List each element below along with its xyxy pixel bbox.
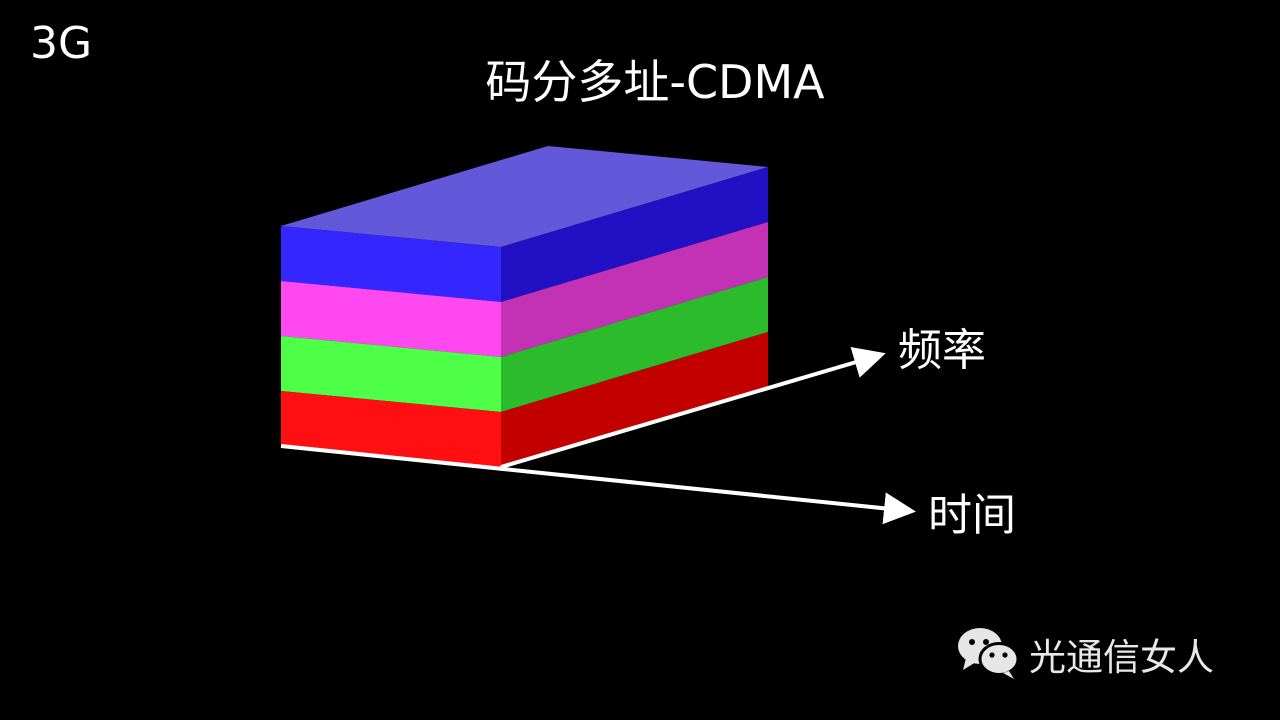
layer-blue-side (501, 167, 768, 302)
layer-red-side (501, 332, 768, 467)
layer-red (281, 332, 768, 467)
layer-blue-front (281, 226, 501, 302)
generation-label: 3G (30, 18, 93, 69)
layer-magenta (281, 222, 768, 357)
page-title: 码分多址-CDMA (485, 55, 825, 109)
layer-green-front (281, 336, 501, 412)
watermark-text: 光通信女人 (1029, 636, 1214, 679)
watermark: 光通信女人 (955, 624, 1214, 684)
layer-red-front (281, 391, 501, 467)
layer-green (281, 277, 768, 412)
frequency-axis-label: 频率 (898, 325, 986, 376)
wechat-icon (955, 624, 1021, 684)
block-top-face (281, 146, 768, 247)
time-axis-arrow (280, 444, 916, 525)
time-axis-label: 时间 (928, 490, 1016, 541)
layer-magenta-front (281, 281, 501, 357)
layer-blue (281, 167, 768, 302)
frequency-axis-arrow (500, 347, 886, 469)
layer-magenta-side (501, 222, 768, 357)
layer-green-side (501, 277, 768, 412)
